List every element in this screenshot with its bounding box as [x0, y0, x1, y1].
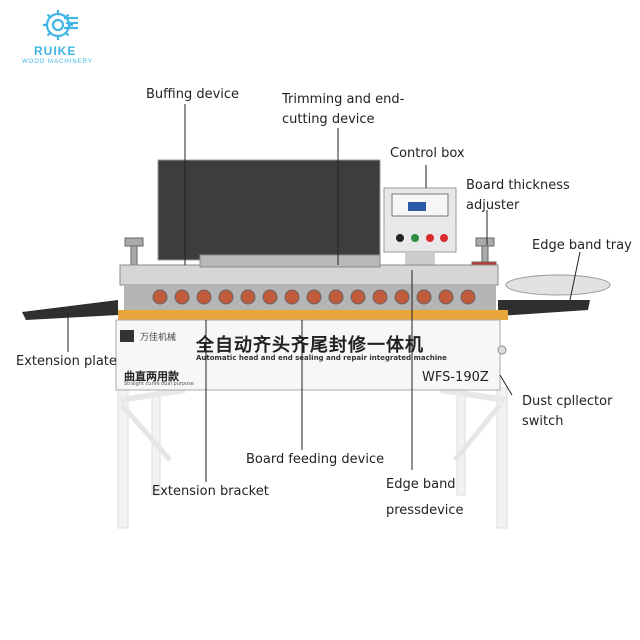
- callout-edge-tray: Edge band tray: [532, 238, 632, 253]
- callout-dust-line2: switch: [522, 414, 564, 430]
- pressure-rollers: [152, 289, 476, 305]
- edge-band-tray: [505, 274, 611, 296]
- model-number: WFS-190Z: [422, 370, 489, 385]
- feed-conveyor: [118, 310, 508, 320]
- callout-thickness: Board thickness adjuster: [466, 176, 570, 216]
- callout-extension-bracket: Extension bracket: [152, 484, 269, 499]
- callout-trimming-line2: cutting device: [282, 112, 375, 128]
- front-panel: [115, 319, 501, 391]
- maker-badge: 万佳机械: [140, 333, 177, 343]
- brand-name: RUIKE: [34, 44, 77, 58]
- callout-dust-switch: Dust cpllector switch: [522, 392, 612, 432]
- callout-control-box: Control box: [390, 146, 465, 161]
- panel-subtitle: Automatic head and end sealing and repai…: [196, 354, 447, 362]
- dust-hood: [157, 159, 381, 261]
- callout-dust-line1: Dust cpllector: [522, 394, 613, 409]
- extension-plate: [22, 300, 118, 320]
- callout-extension-plate: Extension plate: [16, 354, 117, 369]
- callout-thickness-line1: Board thickness: [466, 178, 570, 193]
- callout-feeding: Board feeding device: [246, 452, 385, 467]
- callout-press-line2: pressdevice: [386, 503, 464, 518]
- machine-legs: [117, 387, 508, 529]
- gear-logo-icon: [43, 10, 78, 40]
- callout-buffing: Buffing device: [146, 87, 240, 102]
- callout-trimming-line1: Trimming and end-: [282, 92, 405, 107]
- callout-trimming: Trimming and end- cutting device: [282, 90, 404, 130]
- brand-logo: RUIKE WOOD MACHINERY: [22, 6, 102, 68]
- callout-press-line1: Edge band: [386, 477, 456, 492]
- panel-small-en: Straight curve dual purpose: [124, 381, 194, 387]
- brand-tagline: WOOD MACHINERY: [22, 59, 93, 65]
- callout-press: Edge band pressdevice: [386, 472, 464, 524]
- panel-title: 全自动齐头齐尾封修一体机: [196, 335, 424, 356]
- callout-thickness-line2: adjuster: [466, 198, 520, 214]
- panel-small-cn: 曲直两用款: [124, 370, 179, 383]
